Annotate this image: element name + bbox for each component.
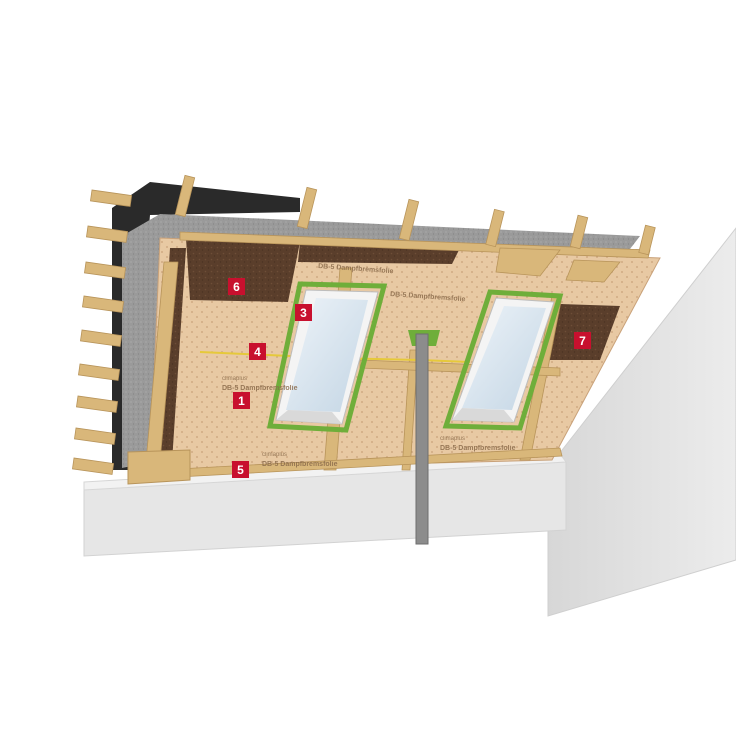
rafter-end xyxy=(72,457,115,475)
vent-pipe xyxy=(415,333,429,545)
marker-3: 3 xyxy=(295,304,312,321)
window-glass xyxy=(462,306,546,410)
right-wall xyxy=(547,227,736,617)
window-sill xyxy=(276,410,342,424)
window-tape-frame xyxy=(266,281,388,433)
window-sill xyxy=(452,408,514,422)
batten xyxy=(495,247,561,277)
rafter-end xyxy=(76,395,119,413)
roof-tiles xyxy=(112,182,300,470)
rafter-ends-top xyxy=(174,174,656,256)
rafter-end xyxy=(398,198,420,242)
rafter-end xyxy=(569,214,589,250)
marker-label: 5 xyxy=(237,463,244,477)
foil-product-text-right: DB-5 Dampfbremsfolie xyxy=(440,445,516,452)
marker-badge xyxy=(295,304,312,321)
marker-badge xyxy=(233,392,250,409)
marker-badge xyxy=(574,332,591,349)
eaves-plate xyxy=(127,449,191,485)
insulation-field-6 xyxy=(186,238,300,302)
marker-4: 4 xyxy=(249,343,266,360)
marker-1: 1 xyxy=(233,392,250,409)
rafter-end xyxy=(638,224,656,256)
rafter xyxy=(401,349,419,471)
rafter-end xyxy=(296,186,318,230)
marker-label: 3 xyxy=(300,306,307,320)
rafter-ends-left xyxy=(72,189,133,475)
roof-window-left xyxy=(266,281,388,433)
foil-product-text: DB-5 Dampfbremsfolie xyxy=(222,385,298,392)
rafter-end xyxy=(82,295,125,313)
foil-brand-text-low: climaplus xyxy=(262,452,287,458)
rafter-end xyxy=(485,208,505,248)
marker-5: 5 xyxy=(232,461,249,478)
marker-label: 7 xyxy=(579,334,586,348)
marker-label: 1 xyxy=(238,394,245,408)
marker-6: 6 xyxy=(228,278,245,295)
marker-badge xyxy=(232,461,249,478)
foil-brand-text-right: climaplus xyxy=(440,436,465,442)
rafter-end xyxy=(90,189,133,207)
marker-label: 6 xyxy=(233,280,240,294)
marker-label: 4 xyxy=(254,345,261,359)
window-tape-frame xyxy=(442,289,564,431)
rafter-end xyxy=(86,225,129,243)
rafter-end xyxy=(74,427,117,445)
roof-window-right xyxy=(442,289,564,431)
window-glass xyxy=(286,298,368,412)
foil-brand-text: climaplus xyxy=(222,376,247,382)
marker-badge xyxy=(249,343,266,360)
batten xyxy=(565,259,621,283)
foil-product-text-low: DB-5 Dampfbremsfolie xyxy=(262,461,338,468)
rafter-end xyxy=(174,174,196,218)
marker-badge xyxy=(228,278,245,295)
rafter-end xyxy=(78,363,121,381)
rafter-end xyxy=(84,261,127,279)
marker-7: 7 xyxy=(574,332,591,349)
rafter-end xyxy=(80,329,123,347)
